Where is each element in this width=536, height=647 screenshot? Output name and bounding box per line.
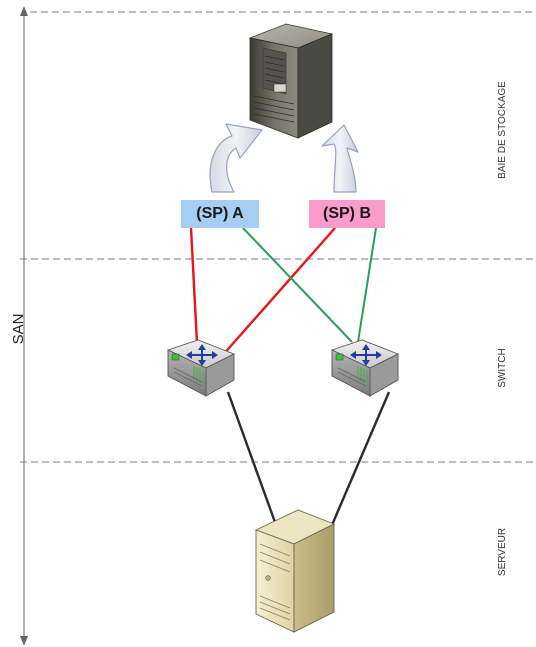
arrow-spa-up-icon (209, 123, 263, 193)
switch-1-icon (166, 339, 236, 397)
serveur-label: SERVEUR (497, 527, 508, 577)
sp-b-box: (SP) B (309, 200, 385, 228)
switch-label: SWITCH (497, 348, 508, 388)
san-label: SAN (10, 313, 27, 345)
connection-lines (189, 227, 391, 533)
link-spa-switch1 (189, 227, 199, 344)
arrow-spb-up-icon (321, 124, 359, 193)
baie-de-stockage-label: BAIE DE STOCKAGE (497, 81, 508, 179)
link-spb-switch2 (357, 227, 377, 343)
link-spb-switch1 (221, 227, 336, 357)
storage-array-icon (248, 23, 334, 139)
sp-b-label: (SP) B (323, 205, 371, 222)
link-spa-switch2 (242, 227, 353, 343)
link-switch1-server (226, 391, 278, 526)
san-axis (20, 6, 28, 646)
server-tower-icon (254, 509, 336, 633)
link-switch2-server (327, 391, 391, 533)
switch-2-icon (330, 339, 400, 397)
sp-a-label: (SP) A (196, 205, 244, 222)
sp-a-box: (SP) A (181, 200, 259, 228)
